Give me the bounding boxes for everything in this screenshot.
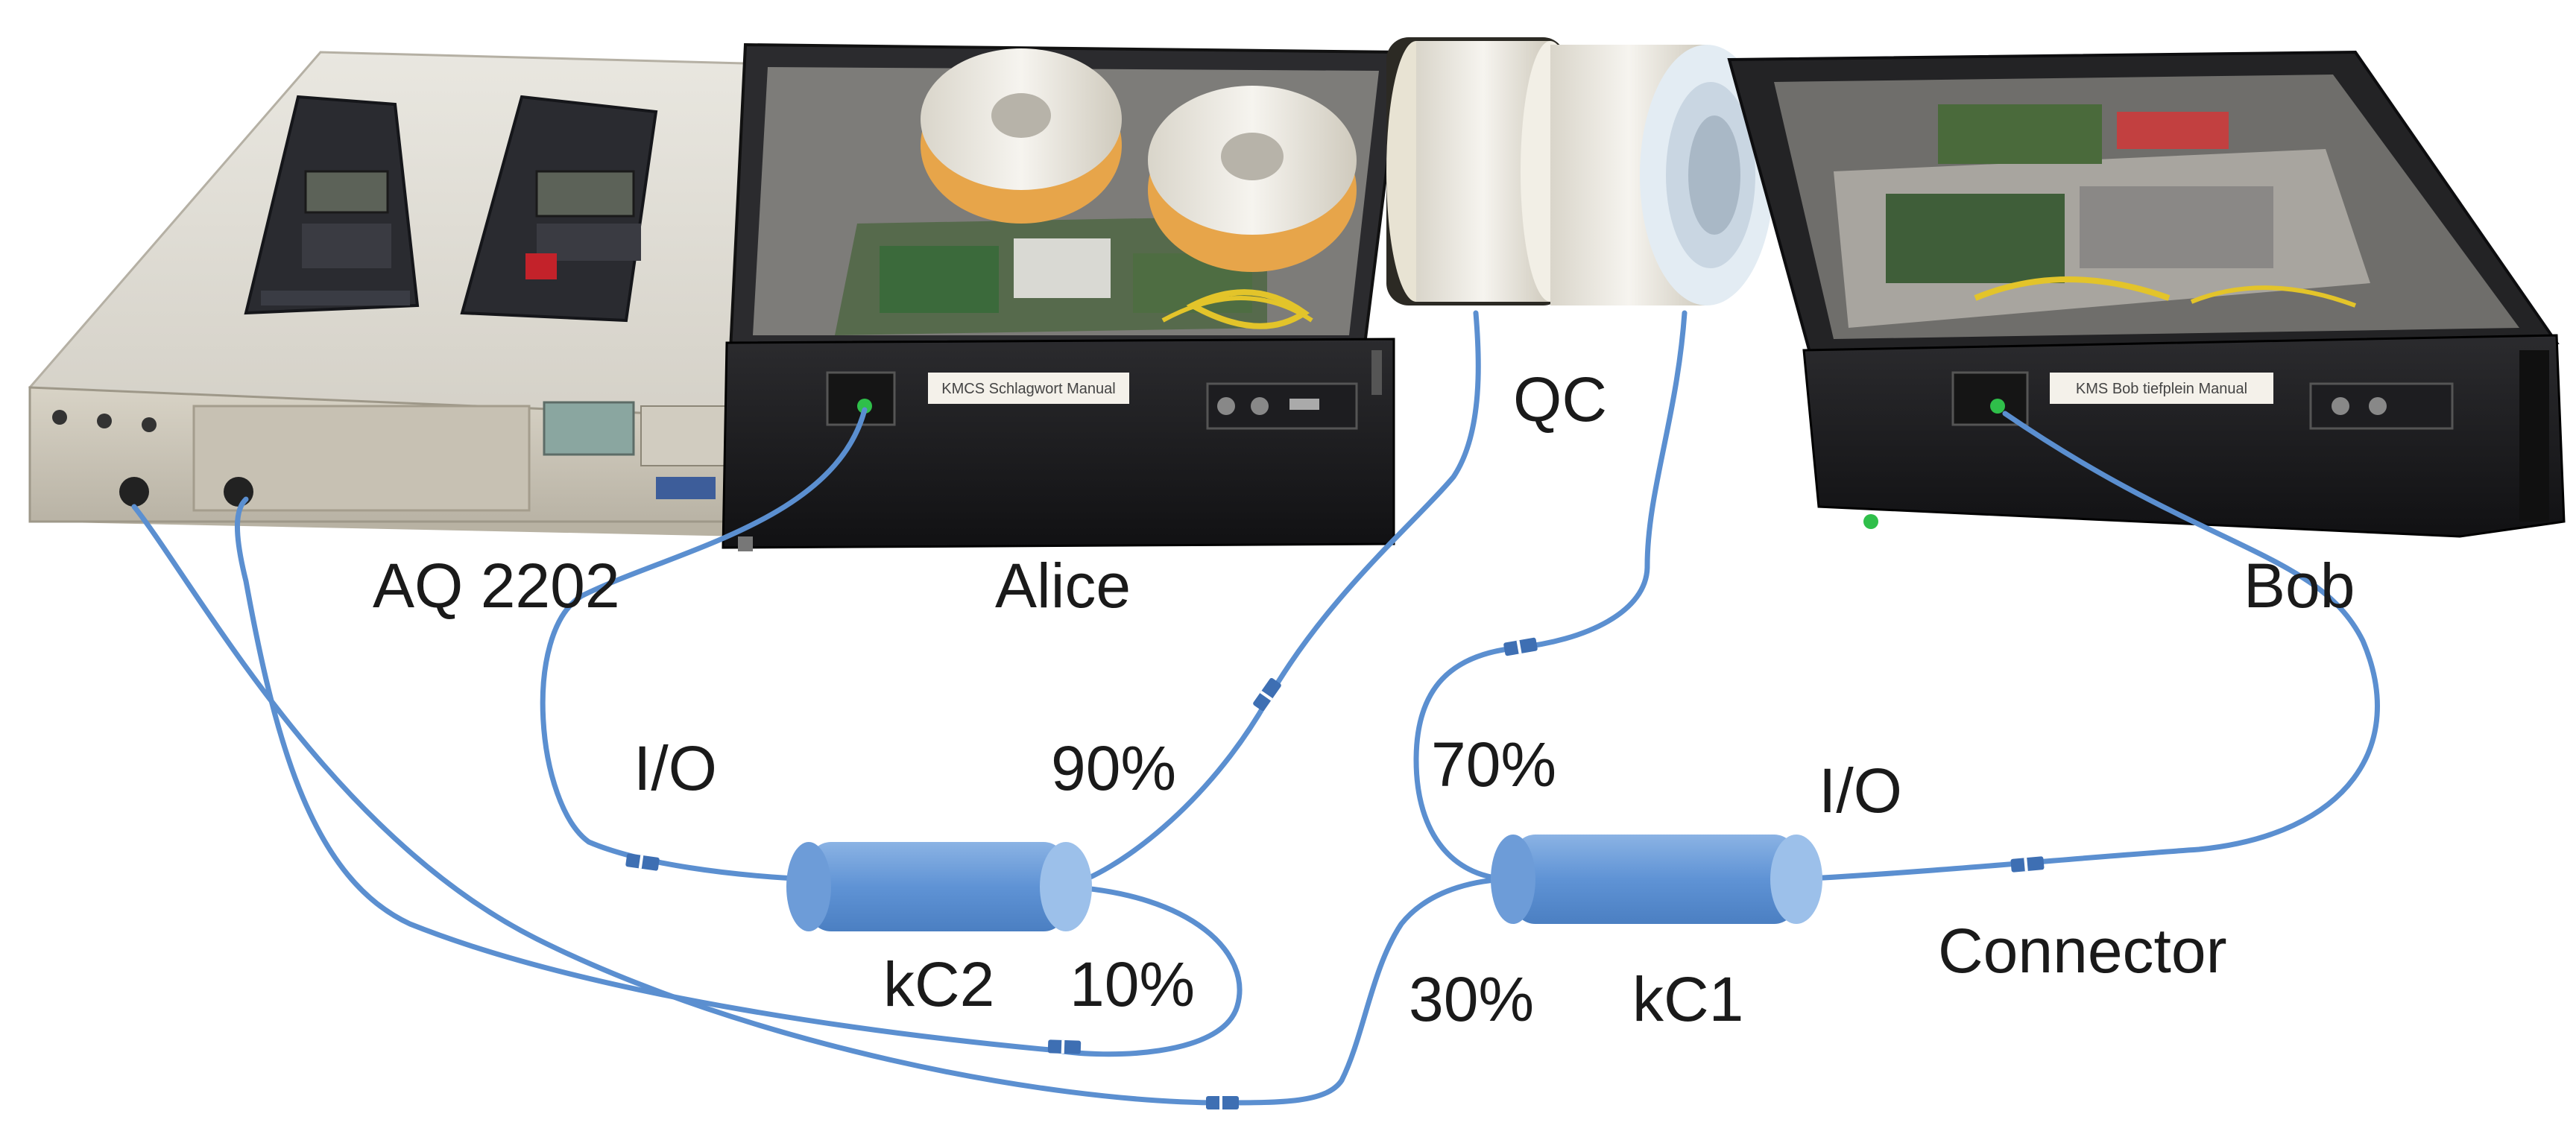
fiber-connector [2010, 856, 2045, 873]
aq2202-instrument [28, 51, 888, 536]
label-bob: Bob [2244, 551, 2355, 621]
label-qc: QC [1513, 364, 1607, 434]
label-aq2202: AQ 2202 [373, 551, 620, 621]
label-io-left: I/O [634, 733, 717, 803]
label-io-right: I/O [1819, 756, 1902, 826]
alice-chassis: KMCS Schlagwort Manual [722, 42, 1404, 551]
label-split-90: 90% [1051, 733, 1176, 803]
fiber-90-to-qc [1063, 310, 1481, 890]
fiber-bob-io [1793, 411, 2380, 882]
label-connector: Connector [1938, 916, 2227, 986]
fiber-alice-io [540, 407, 868, 882]
label-split-30: 30% [1409, 964, 1534, 1034]
power-meter-left [244, 95, 420, 315]
bob-chassis: KMS Bob tiefplein Manual [1727, 50, 2566, 538]
label-split-10: 10% [1070, 949, 1195, 1019]
fiber-connector [1503, 637, 1538, 656]
label-kc1: kC1 [1632, 964, 1743, 1034]
power-meter-right [460, 95, 658, 323]
fiber-connector [625, 853, 660, 871]
coupler-kc1 [1491, 835, 1822, 924]
qc-fiber-spools [1386, 37, 1774, 305]
bob-panel-label: KMS Bob tiefplein Manual [2076, 381, 2247, 397]
label-split-70: 70% [1431, 729, 1556, 800]
fiber-connector [1206, 1096, 1239, 1109]
coupler-kc2 [786, 842, 1092, 931]
fiber-10-loop [235, 496, 1243, 1057]
fiber-30-to-aq [131, 504, 1516, 1106]
label-alice: Alice [995, 551, 1131, 621]
fiber-connector [1047, 1039, 1082, 1054]
fiber-connector [1253, 677, 1281, 712]
label-kc2: kC2 [883, 949, 994, 1019]
alice-panel-label: KMCS Schlagwort Manual [941, 381, 1115, 397]
